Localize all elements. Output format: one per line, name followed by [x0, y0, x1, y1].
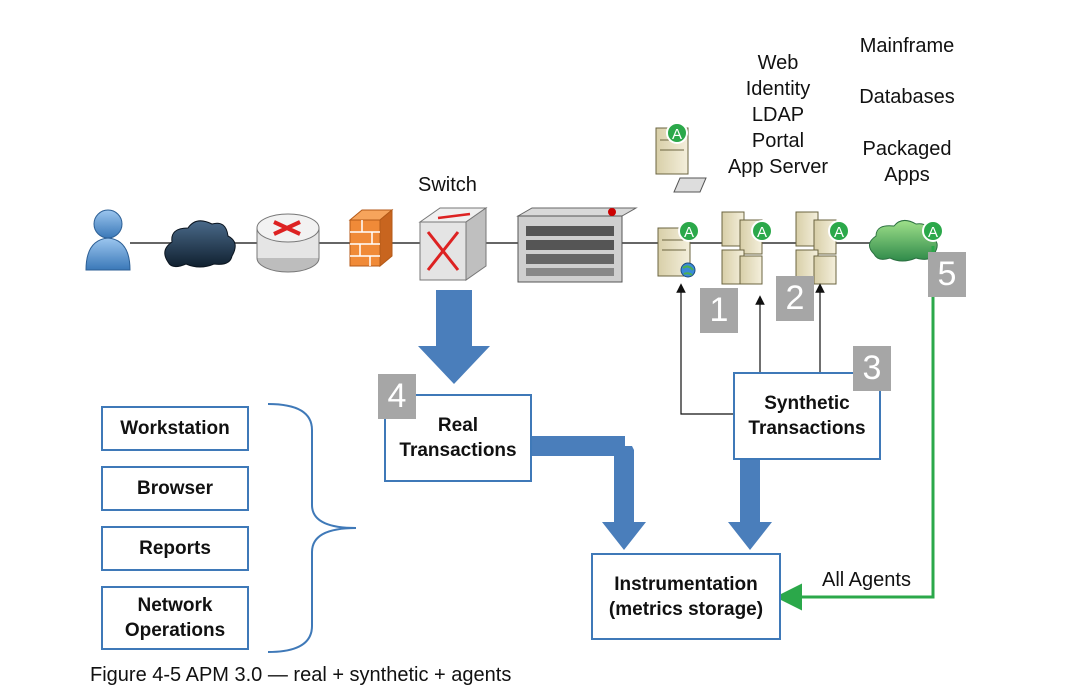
tier-label-web: Web [757, 52, 799, 74]
synthetic-transactions-line-1: Synthetic [764, 393, 850, 414]
synthetic-transactions-line-2: Transactions [748, 418, 866, 439]
all-agents-arrow [775, 246, 935, 611]
synthetic-to-instrumentation-arrow [728, 460, 772, 550]
packaged-apps-label: Packaged Apps [852, 136, 962, 188]
tier-labels: Web Identity LDAP Portal App Server [716, 50, 840, 180]
load-balancer-chassis-icon [516, 207, 638, 283]
instrumentation-line-2: (metrics storage) [608, 598, 764, 620]
tier-label-portal: Portal [751, 130, 805, 152]
svg-text:A: A [672, 126, 682, 143]
agent-badge-icon: A [751, 220, 773, 242]
tier-label-identity: Identity [745, 78, 811, 100]
workstation-box: Workstation [101, 406, 249, 451]
marker-2: 2 [776, 276, 814, 321]
switch-icon [418, 207, 488, 281]
marker-3: 3 [853, 346, 891, 391]
synthetic-transactions-box: Synthetic Transactions [733, 372, 881, 460]
mainframe-label: Mainframe [859, 35, 955, 57]
internet-cloud-icon [164, 220, 236, 268]
switch-label: Switch [418, 174, 477, 196]
agent-badge-icon: A [666, 122, 688, 144]
instrumentation-line-1: Instrumentation [614, 573, 758, 595]
real-transactions-line-2: Transactions [399, 440, 517, 461]
database-server-cluster-icon [795, 211, 837, 285]
agent-badge-icon: A [828, 220, 850, 242]
databases-label: Databases [859, 86, 955, 108]
svg-text:A: A [928, 224, 938, 241]
real-to-instrumentation-arrow [530, 436, 646, 550]
tier-label-app-server: App Server [727, 156, 829, 178]
svg-text:A: A [684, 224, 694, 241]
marker-5: 5 [928, 252, 966, 297]
synthetic-to-web-server-arrow [676, 283, 736, 415]
router-icon [256, 213, 320, 273]
user-icon [85, 209, 131, 271]
packaged-apps-line-1: Packaged [862, 138, 952, 160]
agent-badge-icon: A [922, 220, 944, 242]
packaged-apps-line-2: Apps [884, 164, 930, 186]
reports-box: Reports [101, 526, 249, 571]
switch-to-real-transactions-arrow [418, 290, 490, 384]
all-agents-label: All Agents [822, 569, 911, 591]
figure-caption: Figure 4-5 APM 3.0 — real + synthetic + … [90, 664, 512, 686]
svg-text:A: A [757, 224, 767, 241]
firewall-icon [348, 208, 394, 268]
real-transactions-line-1: Real [437, 415, 479, 436]
tier-label-ldap: LDAP [751, 104, 805, 126]
svg-text:A: A [834, 224, 844, 241]
agent-badge-icon: A [678, 220, 700, 242]
marker-1: 1 [700, 288, 738, 333]
instrumentation-box: Instrumentation (metrics storage) [591, 553, 781, 640]
consumers-bracket [267, 403, 357, 653]
network-operations-box: Network Operations [101, 586, 249, 650]
browser-box: Browser [101, 466, 249, 511]
marker-4: 4 [378, 374, 416, 419]
